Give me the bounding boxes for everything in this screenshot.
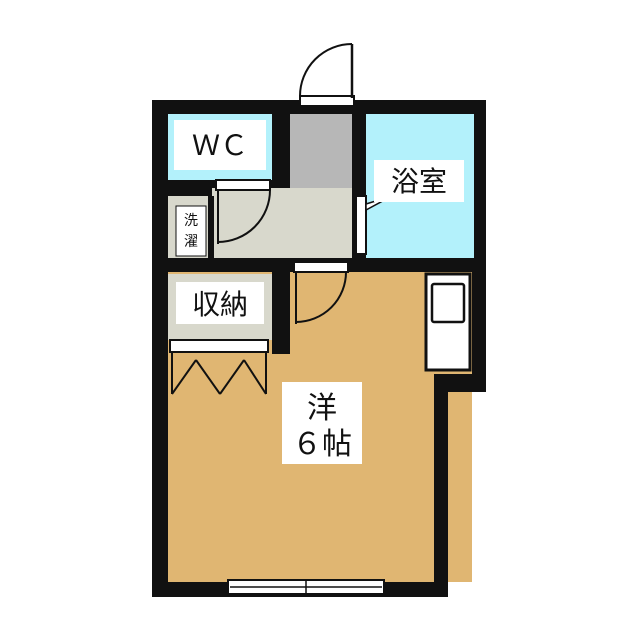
door-swing-icon — [293, 261, 349, 324]
bath-label: 浴室 — [374, 160, 464, 202]
svg-text:収納: 収納 — [192, 288, 248, 321]
svg-text:洋: 洋 — [307, 391, 337, 426]
svg-text:ＷＣ: ＷＣ — [192, 129, 248, 162]
door-swing-icon — [215, 179, 271, 244]
wc-label: ＷＣ — [174, 120, 266, 170]
svg-text:６帖: ６帖 — [292, 427, 352, 462]
svg-text:濯: 濯 — [184, 234, 198, 250]
window-icon — [227, 579, 385, 595]
laundry-label: 洗 濯 — [175, 205, 207, 257]
sliding-door-icon — [169, 339, 269, 395]
storage-wall-right — [272, 272, 290, 354]
western-right-wall — [434, 374, 448, 582]
entrance-floor — [290, 114, 352, 188]
svg-text:洗: 洗 — [184, 213, 198, 229]
corridor-floor — [212, 188, 352, 258]
laundry-wall — [208, 196, 214, 258]
western-notch-top — [434, 374, 486, 392]
western-label: 洋 ６帖 — [282, 382, 362, 464]
storage-label: 収納 — [176, 282, 264, 324]
svg-text:浴室: 浴室 — [391, 165, 447, 198]
door-swing-icon — [299, 43, 355, 107]
sink-icon — [424, 272, 472, 372]
